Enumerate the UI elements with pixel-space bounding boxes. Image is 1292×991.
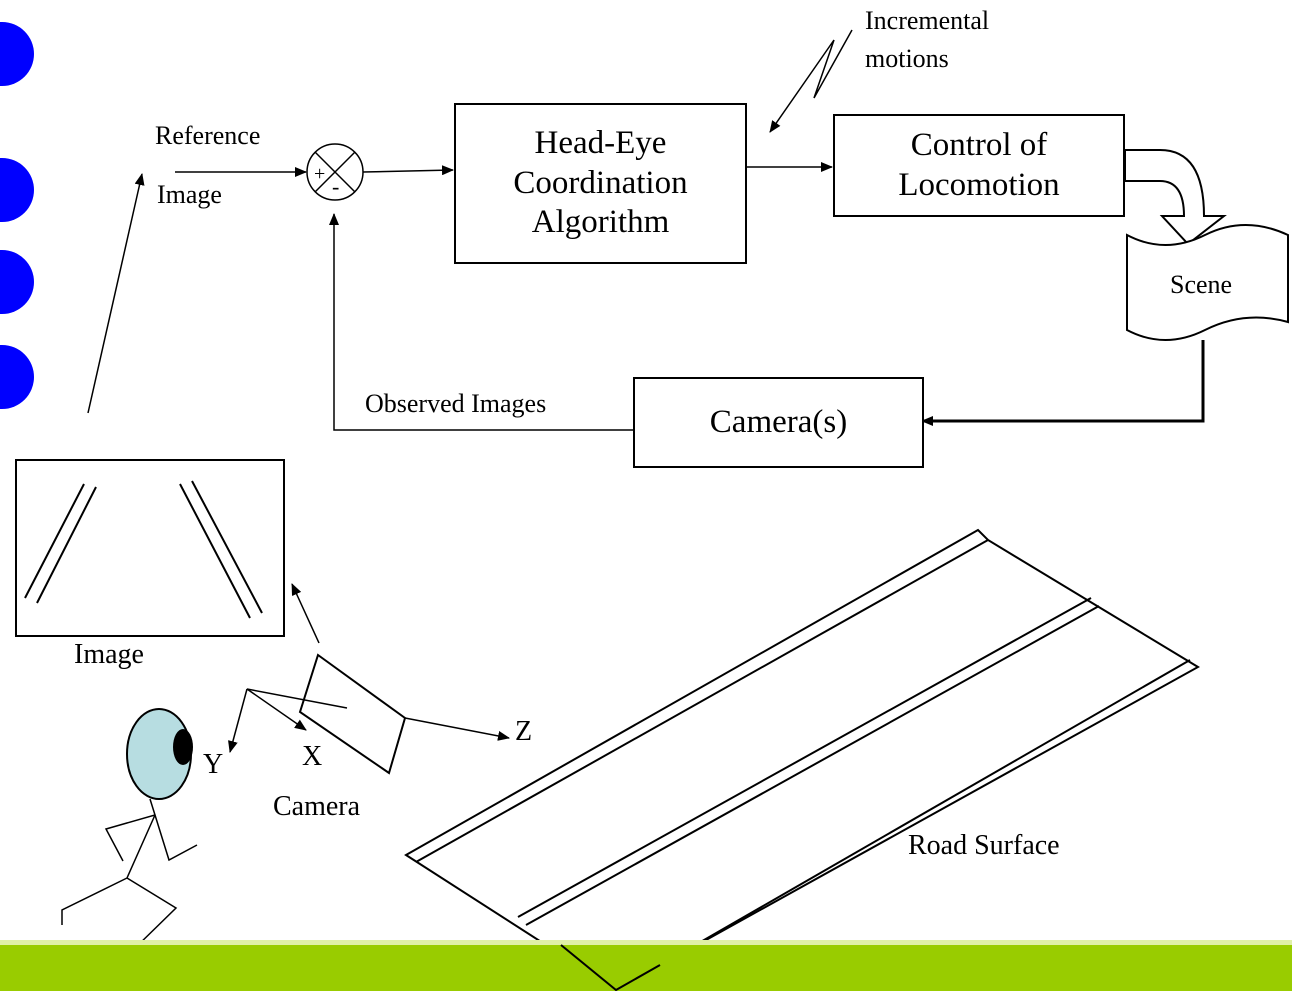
camera-body — [298, 653, 407, 775]
head-eye-line-1: Head-Eye — [534, 125, 667, 162]
x-axis-label: X — [302, 741, 323, 772]
eye-pupil — [173, 729, 193, 765]
image-lane-right — [179, 480, 263, 619]
reference-label: Reference — [155, 121, 261, 150]
y-axis-label: Y — [203, 749, 224, 780]
footer-highlight — [0, 940, 1292, 945]
image-panel — [15, 459, 285, 637]
locomotion-to-scene-arrow — [1124, 149, 1227, 246]
z-axis-label: Z — [515, 716, 533, 747]
summing-junction — [306, 143, 364, 201]
camera-caption: Camera — [273, 791, 361, 822]
road-surface-label: Road Surface — [908, 830, 1060, 861]
incremental-motions-bolt — [769, 29, 853, 133]
summing-plus: + — [314, 163, 326, 185]
scene-shape — [1126, 224, 1289, 341]
reference-pointer-arrow — [87, 173, 145, 414]
observed-images-label: Observed Images — [365, 389, 547, 418]
camera-axis-line — [246, 688, 348, 709]
z-axis-arrow — [404, 717, 510, 741]
head-eye-line-3: Algorithm — [531, 204, 670, 241]
road-edge-inner-left — [415, 539, 989, 863]
reference-image-label: Image — [157, 180, 222, 209]
scene-to-camera-arrow — [921, 340, 1205, 426]
x-axis-arrow — [246, 688, 307, 731]
motions-label: motions — [865, 44, 949, 73]
road-edge-inner-right — [625, 659, 1191, 986]
road-center-line — [517, 597, 1100, 926]
control-of-locomotion-box: Control of Locomotion — [833, 114, 1125, 217]
sum-to-algorithm-arrow — [362, 165, 454, 176]
y-axis-arrow — [228, 688, 248, 753]
feedback-arrow — [329, 213, 633, 431]
head-eye-algorithm-box: Head-Eye Coordination Algorithm — [454, 103, 747, 264]
camera-box: Camera(s) — [633, 377, 924, 468]
control-line-1: Control of — [910, 126, 1048, 163]
incremental-label: Incremental — [865, 6, 990, 35]
camera-box-label: Camera(s) — [709, 403, 848, 440]
control-line-2: Locomotion — [898, 166, 1060, 203]
image-caption: Image — [74, 639, 144, 670]
image-lane-left — [24, 483, 97, 604]
summing-minus: - — [332, 174, 340, 199]
camera-to-image-arrow — [291, 583, 320, 644]
summing-junction-cross — [314, 151, 356, 193]
head-eye-line-2: Coordination — [513, 164, 688, 201]
footer-band — [0, 940, 1292, 991]
stick-figure — [61, 798, 198, 952]
scene-label: Scene — [1170, 270, 1233, 299]
